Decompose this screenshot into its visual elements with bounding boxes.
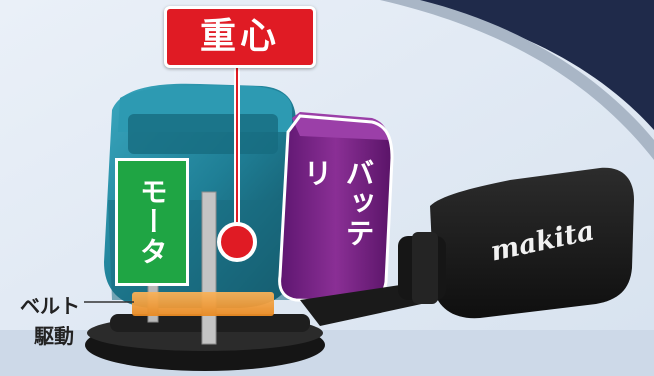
belt-drive-label-line2: 駆動	[34, 324, 74, 348]
motor-label-box: モータ	[115, 158, 189, 286]
belt	[132, 292, 274, 316]
dust-bag	[430, 167, 634, 319]
dust-bag-ring	[412, 232, 438, 304]
belt-drive-label-line1: ベルト	[20, 294, 80, 318]
motor-label: モータ	[136, 177, 169, 267]
spindle-shaft	[201, 191, 217, 345]
battery-body	[279, 116, 392, 302]
decor-swoosh	[400, 0, 654, 130]
battery-label: バッテリ	[299, 158, 375, 248]
battery-top	[292, 112, 388, 140]
belt-drive-label: ベルト 駆動	[20, 291, 130, 351]
cog-marker	[217, 222, 257, 262]
tool-body-panel	[128, 114, 278, 154]
center-of-gravity-badge: 重心	[164, 6, 316, 68]
